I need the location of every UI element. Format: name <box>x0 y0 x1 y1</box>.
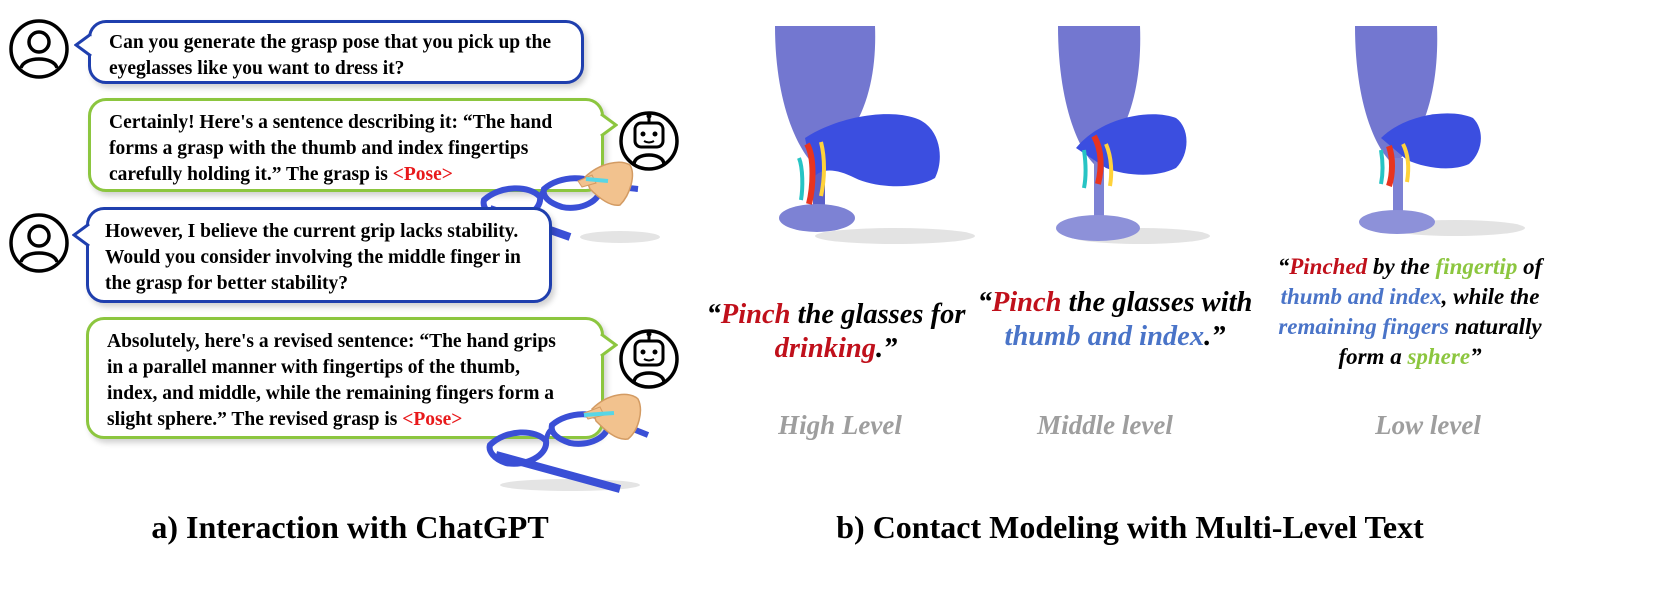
highlight-word: remaining fingers <box>1278 314 1449 339</box>
highlight-word: fingertip <box>1435 254 1518 279</box>
quote-text: by the <box>1367 254 1436 279</box>
highlight-word: drinking <box>774 333 876 364</box>
quote-mark: .” <box>876 333 898 364</box>
highlight-word: thumb and index <box>1004 321 1205 352</box>
wine-glass-contact-map-image <box>1355 26 1525 236</box>
level-label-middle: Middle level <box>1037 410 1173 440</box>
highlight-word: thumb and index <box>1280 284 1442 309</box>
assistant-message-1: Certainly! Here's a sentence describing … <box>88 98 604 192</box>
quote-text: form a <box>1338 344 1408 369</box>
assistant-message-2: Absolutely, here's a revised sentence: “… <box>86 317 604 439</box>
message-line: the grasp for better stability? <box>105 273 348 294</box>
user-avatar-icon <box>9 213 69 273</box>
quote-mark: ” <box>1470 344 1482 369</box>
message-line: Would you consider involving the middle … <box>105 247 521 268</box>
level-label-high: High Level <box>778 410 902 440</box>
wine-glass-contact-map-image <box>775 26 975 244</box>
eyeglasses-grasp-image <box>486 393 650 493</box>
message-line: Absolutely, here's a revised sentence: “… <box>107 331 556 352</box>
quote-mark: “ <box>1277 254 1290 279</box>
quote-text: the glasses with <box>1061 287 1253 318</box>
quote-mark: “ <box>706 299 721 330</box>
pose-tag: <Pose> <box>392 164 453 185</box>
low-level-text: “Pinched by the fingertip of thumb and i… <box>1260 252 1560 372</box>
message-line: eyeglasses like you want to dress it? <box>109 58 405 79</box>
robot-avatar-icon <box>619 111 679 171</box>
quote-mark: .” <box>1204 321 1226 352</box>
user-message-1: Can you generate the grasp pose that you… <box>88 20 584 84</box>
high-level-text: “Pinch the glasses for drinking.” <box>700 298 972 366</box>
message-line: carefully holding it.” The grasp is <box>109 164 393 185</box>
quote-mark: “ <box>977 287 992 318</box>
quote-text: the glasses for <box>790 299 966 330</box>
robot-avatar-icon <box>619 329 679 389</box>
bubble-tail <box>600 112 618 138</box>
bubble-tail <box>74 32 92 58</box>
highlight-word: Pinched <box>1289 254 1368 279</box>
highlight-word: sphere <box>1407 344 1471 369</box>
user-message-2: However, I believe the current grip lack… <box>86 207 552 303</box>
bubble-tail <box>72 222 90 248</box>
message-line: in a parallel manner with fingertips of … <box>107 357 520 378</box>
message-line: forms a grasp with the thumb and index f… <box>109 138 529 159</box>
message-line: slight sphere.” The revised grasp is <box>107 409 403 430</box>
quote-text: , while the <box>1441 284 1540 309</box>
highlight-word: Pinch <box>991 287 1062 318</box>
highlight-word: Pinch <box>720 299 791 330</box>
quote-text: naturally <box>1448 314 1542 339</box>
panel-a-caption: a) Interaction with ChatGPT <box>151 509 549 545</box>
quote-text: of <box>1517 254 1543 279</box>
panel-b-caption: b) Contact Modeling with Multi-Level Tex… <box>836 509 1424 545</box>
level-label-low: Low level <box>1375 410 1481 440</box>
user-avatar-icon <box>9 19 69 79</box>
message-line: index, and middle, while the remaining f… <box>107 383 555 404</box>
middle-level-text: “Pinch the glasses with thumb and index.… <box>970 286 1260 354</box>
message-line: Can you generate the grasp pose that you… <box>109 32 552 53</box>
bubble-tail <box>600 332 618 358</box>
wine-glass-contact-map-image <box>1056 26 1210 244</box>
message-line: Certainly! Here's a sentence describing … <box>109 112 553 133</box>
message-line: However, I believe the current grip lack… <box>105 221 519 242</box>
pose-tag: <Pose> <box>402 409 463 430</box>
